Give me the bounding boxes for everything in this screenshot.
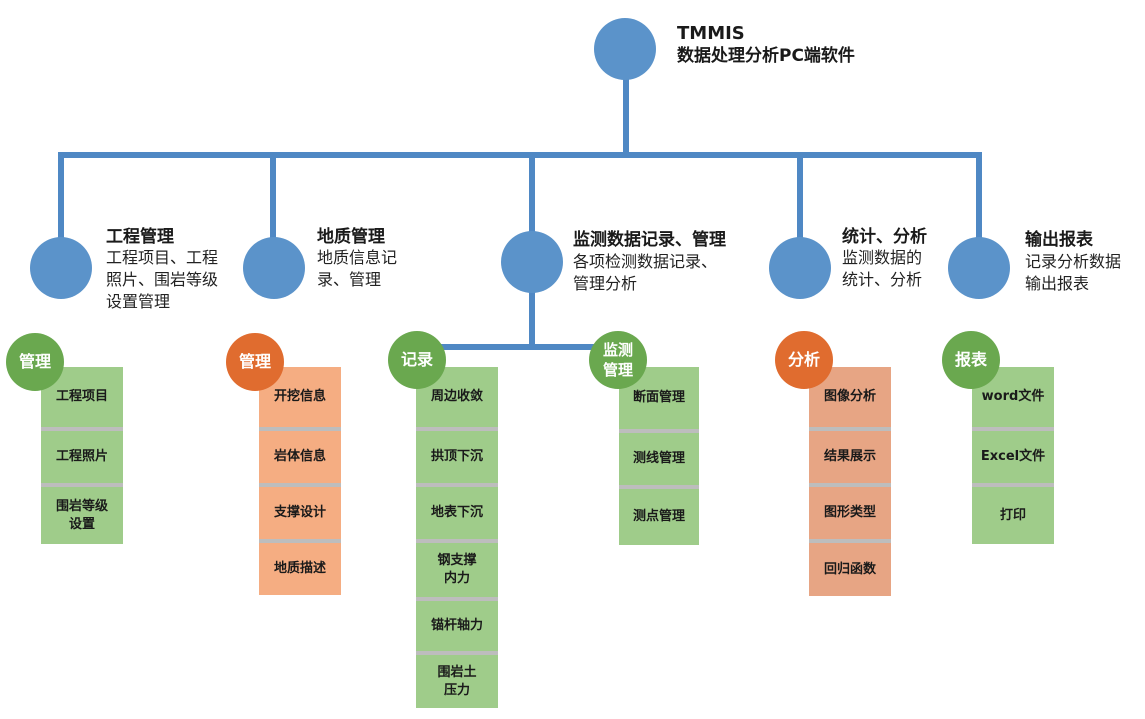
root-subtitle: 数据处理分析PC端软件 [677,46,855,66]
item-support-design: 支撑设计 [259,483,341,539]
root-title: TMMIS [677,23,745,44]
group-report-items: word文件 Excel文件 打印 [972,367,1054,544]
item-section-management: 断面管理 [619,367,699,429]
module-node-project [30,237,92,299]
module-title-project: 工程管理 [106,227,174,247]
badge-analysis: 分析 [775,331,833,389]
item-result-display: 结果展示 [809,427,891,483]
module-desc-project: 工程项目、工程 照片、围岩等级 设置管理 [106,248,219,311]
item-perimeter-convergence: 周边收敛 [416,367,498,427]
item-regression-function: 回归函数 [809,539,891,596]
module-desc-statistics: 监测数据的 统计、分析 [842,248,923,289]
group-monitoring-items: 断面管理 测线管理 测点管理 [619,367,699,545]
group-geology-items: 开挖信息 岩体信息 支撑设计 地质描述 [259,367,341,595]
item-project-photo: 工程照片 [41,427,123,483]
drop-line-statistics [797,152,803,238]
item-surface-settlement: 地表下沉 [416,483,498,539]
module-title-geology: 地质管理 [317,227,385,247]
drop-line-monitoring [529,152,535,232]
item-survey-point-management: 测点管理 [619,485,699,545]
item-print: 打印 [972,483,1054,544]
module-title-report: 输出报表 [1025,230,1093,250]
item-steel-support-force: 钢支撑 内力 [416,539,498,597]
item-rock-mass-info: 岩体信息 [259,427,341,483]
badge-report: 报表 [942,331,1000,389]
item-crown-settlement: 拱顶下沉 [416,427,498,483]
group-analysis-items: 图像分析 结果展示 图形类型 回归函数 [809,367,891,596]
module-node-report [948,237,1010,299]
module-desc-monitoring: 各项检测数据记录、 管理分析 [573,252,718,293]
badge-record: 记录 [388,331,446,389]
root-stem [623,74,629,158]
item-survey-line-management: 测线管理 [619,429,699,485]
group-record-items: 周边收敛 拱顶下沉 地表下沉 钢支撑 内力 锚杆轴力 围岩土 压力 [416,367,498,708]
item-graph-type: 图形类型 [809,483,891,539]
item-rock-soil-pressure: 围岩土 压力 [416,651,498,708]
module-desc-geology: 地质信息记 录、管理 [317,248,398,289]
badge-project-management: 管理 [6,333,64,391]
item-geology-description: 地质描述 [259,539,341,595]
module-title-statistics: 统计、分析 [842,227,927,247]
drop-line-report [976,152,982,238]
main-branch-bar [58,152,982,158]
drop-line-geology [270,152,276,238]
module-node-monitoring [501,231,563,293]
module-desc-report: 记录分析数据 输出报表 [1025,252,1122,293]
module-node-geology [243,237,305,299]
group-project-items: 工程项目 工程照片 围岩等级 设置 [41,367,123,544]
badge-geology-management: 管理 [226,333,284,391]
item-excel-file: Excel文件 [972,427,1054,483]
root-node [594,18,656,80]
module-node-statistics [769,237,831,299]
item-rock-grade-setting: 围岩等级 设置 [41,483,123,544]
module-title-monitoring: 监测数据记录、管理 [573,230,726,250]
item-anchor-axial-force: 锚杆轴力 [416,597,498,651]
monitoring-sub-stem [529,290,535,348]
monitoring-sub-bar [440,344,605,350]
badge-monitoring-management: 监测 管理 [589,331,647,389]
drop-line-project [58,152,64,238]
